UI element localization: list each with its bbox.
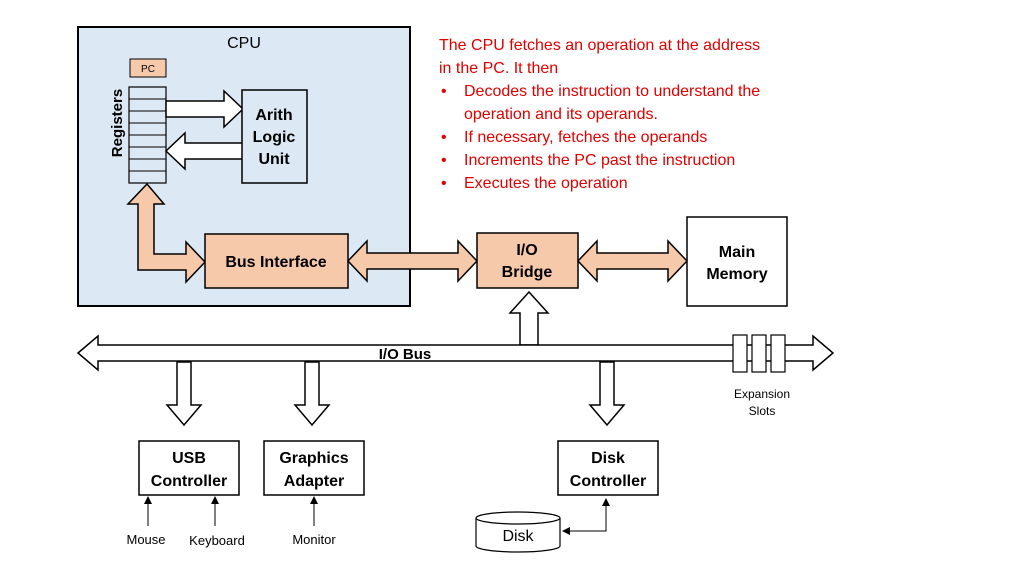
annotation-step-text: Decodes the instruction to understand th… bbox=[464, 83, 761, 100]
alu-box bbox=[241, 89, 308, 184]
disk-controller-box bbox=[557, 440, 659, 496]
bus-interface-label: Bus Interface bbox=[225, 254, 326, 271]
disk-controller-label-line-2: Controller bbox=[570, 473, 646, 490]
annotation-intro-line-1: The CPU fetches an operation at the addr… bbox=[439, 37, 761, 54]
annotation-step: • Increments the PC past the instruction bbox=[439, 149, 819, 172]
memory-bus-arrow bbox=[576, 239, 689, 283]
io-bridge-label-line-2: Bridge bbox=[502, 264, 553, 281]
mouse-label: Mouse bbox=[126, 532, 165, 547]
alu-label-line-2: Logic bbox=[253, 129, 296, 146]
disk-label: Disk bbox=[502, 528, 534, 545]
graphics-adapter-label-line-2: Adapter bbox=[284, 473, 344, 490]
register-to-alu-arrow bbox=[165, 89, 245, 129]
monitor-arrow bbox=[310, 496, 318, 526]
system-bus-arrow bbox=[346, 239, 479, 283]
keyboard-arrow bbox=[211, 496, 219, 526]
io-bridge-label-line-1: I/O bbox=[516, 242, 537, 259]
disk-controller-label-line-1: Disk bbox=[591, 450, 625, 467]
expansion-slots-label-line-2: Slots bbox=[749, 404, 776, 418]
main-memory-box bbox=[686, 216, 788, 307]
disk-to-controller-connector bbox=[562, 498, 610, 535]
bullet-icon: • bbox=[441, 129, 447, 146]
annotation-step: • Executes the operation bbox=[439, 172, 819, 195]
annotation-step-text: If necessary, fetches the operands bbox=[464, 129, 708, 146]
graphics-adapter-label-line-1: Graphics bbox=[279, 450, 348, 467]
registers-label: Registers bbox=[109, 89, 126, 157]
io-bus-to-graphics-arrow bbox=[293, 361, 331, 427]
main-memory-label-line-2: Memory bbox=[706, 266, 767, 283]
usb-controller-label-line-1: USB bbox=[172, 450, 206, 467]
expansion-slots bbox=[732, 334, 786, 373]
annotation-step-text: Increments the PC past the instruction bbox=[464, 152, 736, 169]
io-bridge-box bbox=[476, 232, 579, 289]
pc-label: PC bbox=[141, 64, 155, 75]
pc-register bbox=[129, 58, 167, 78]
usb-controller-box bbox=[138, 440, 240, 496]
annotation-step-text: Executes the operation bbox=[464, 175, 628, 192]
bullet-icon: • bbox=[441, 83, 447, 100]
annotation-step-continued: operation and its operands. bbox=[464, 106, 658, 123]
io-bus bbox=[76, 334, 835, 372]
mouse-arrow bbox=[144, 496, 152, 526]
main-memory-label-line-1: Main bbox=[719, 244, 755, 261]
bridge-to-io-bus-arrow bbox=[508, 290, 550, 346]
alu-label-line-1: Arith bbox=[255, 107, 292, 124]
io-bus-to-usb-arrow bbox=[165, 361, 203, 427]
io-bus-to-disk-controller-arrow bbox=[588, 361, 626, 427]
expansion-slots-label-line-1: Expansion bbox=[734, 387, 790, 401]
bullet-icon: • bbox=[441, 175, 447, 192]
graphics-adapter-box bbox=[263, 440, 365, 496]
annotation-intro-line-2: in the PC. It then bbox=[439, 60, 559, 77]
annotation-step: • If necessary, fetches the operands bbox=[439, 126, 819, 149]
alu-label-line-3: Unit bbox=[258, 151, 290, 168]
usb-controller-label-line-2: Controller bbox=[151, 473, 227, 490]
monitor-label: Monitor bbox=[292, 532, 336, 547]
register-file bbox=[128, 86, 167, 184]
annotation-step: • Decodes the instruction to understand t… bbox=[439, 80, 819, 103]
annotation-steps: • Decodes the instruction to understand t… bbox=[439, 80, 819, 195]
fetch-cycle-annotation: The CPU fetches an operation at the addr… bbox=[439, 34, 819, 195]
cpu-label: CPU bbox=[227, 35, 261, 52]
bus-interface-box bbox=[204, 233, 349, 289]
bullet-icon: • bbox=[441, 152, 447, 169]
io-bus-label: I/O Bus bbox=[379, 346, 432, 363]
disk-cylinder bbox=[475, 511, 561, 553]
keyboard-label: Keyboard bbox=[189, 533, 245, 548]
alu-to-register-arrow bbox=[164, 131, 244, 171]
